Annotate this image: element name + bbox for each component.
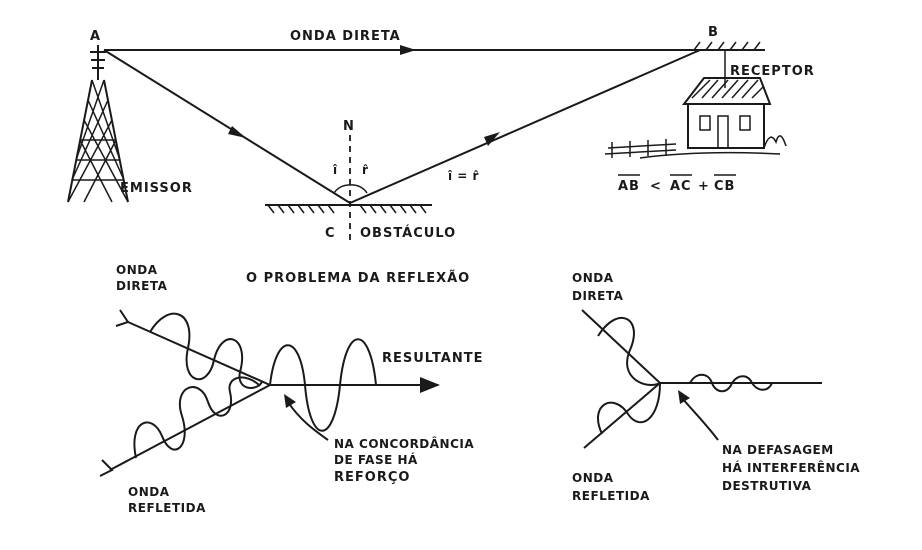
label-point-c: C xyxy=(325,226,336,241)
ray-incident xyxy=(103,49,351,204)
right-label-direct-2: DIRETA xyxy=(572,289,624,303)
right-direct-wave xyxy=(597,316,661,386)
diagram-title: O PROBLEMA DA REFLEXÃO xyxy=(246,270,470,286)
left-label-direct-2: DIRETA xyxy=(116,279,168,293)
path-relation: AB < AC + CB xyxy=(618,174,736,194)
ground-obstacle xyxy=(265,204,432,214)
angle-arcs xyxy=(333,184,368,194)
left-pointer-arrow xyxy=(284,394,329,441)
right-note-1: NA DEFASAGEM xyxy=(722,443,834,457)
left-note-2: DE FASE HÁ xyxy=(334,452,418,467)
resultant-wave xyxy=(269,338,377,432)
antenna-tower xyxy=(67,45,129,203)
label-path-ab: AB xyxy=(618,179,640,194)
left-note-1: NA CONCORDÂNCIA xyxy=(334,436,474,451)
left-label-reflected-2: REFLETIDA xyxy=(128,501,206,515)
label-obstacle: OBSTÁCULO xyxy=(360,225,456,241)
label-direct-wave: ONDA DIRETA xyxy=(290,29,401,44)
right-label-reflected-2: REFLETIDA xyxy=(572,489,650,503)
right-note-2: HÁ INTERFERÊNCIA xyxy=(722,460,860,475)
right-label-reflected-1: ONDA xyxy=(572,471,614,485)
left-reflected-wave-axis xyxy=(99,384,271,477)
left-note-3: REFORÇO xyxy=(334,470,410,485)
label-path-plus: + xyxy=(698,179,710,194)
left-label-reflected-1: ONDA xyxy=(128,485,170,499)
label-path-lt: < xyxy=(650,179,662,194)
house-icon xyxy=(604,77,787,159)
right-reflected-wave-axis xyxy=(583,382,661,449)
label-emitter: EMISSOR xyxy=(120,181,193,196)
left-direct-wave-axis xyxy=(115,309,271,386)
label-path-ac: AC xyxy=(670,179,692,194)
right-result-axis xyxy=(660,373,822,393)
label-angle-equality: î = r̂ xyxy=(447,169,479,183)
left-reflected-wave xyxy=(133,376,261,459)
ray-direct xyxy=(104,45,700,55)
right-direct-wave-axis xyxy=(581,309,661,384)
right-pointer-arrow xyxy=(678,390,719,441)
label-reflection-angle: r̂ xyxy=(362,163,369,177)
left-label-direct-1: ONDA xyxy=(116,263,158,277)
right-note-3: DESTRUTIVA xyxy=(722,479,812,493)
right-label-direct-1: ONDA xyxy=(572,271,614,285)
label-receiver: RECEPTOR xyxy=(730,64,815,79)
receiver-antenna xyxy=(690,41,765,88)
label-incidence-angle: î xyxy=(332,163,338,177)
label-normal: N xyxy=(343,119,355,134)
label-path-cb: CB xyxy=(714,179,735,194)
right-reflected-wave xyxy=(596,382,661,435)
left-label-result: RESULTANTE xyxy=(382,351,484,366)
label-point-a: A xyxy=(90,29,101,44)
ray-reflected xyxy=(349,49,701,204)
label-point-b: B xyxy=(708,25,719,40)
